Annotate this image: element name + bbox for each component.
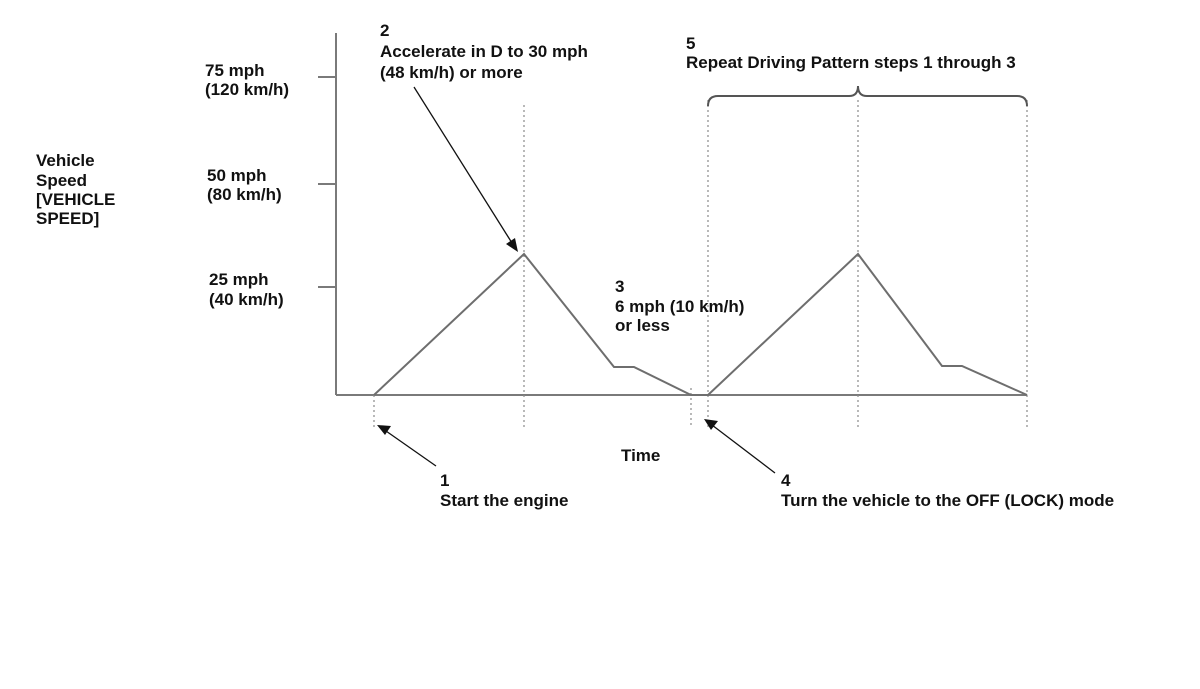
step-2-arrowhead	[506, 238, 518, 252]
step-4-arrowhead	[704, 419, 718, 430]
step-1-pointer	[385, 430, 437, 467]
repeat-brace	[707, 85, 1028, 107]
step-2-pointer	[413, 86, 513, 244]
x-axis-label: Time	[621, 446, 660, 465]
step-4-label: 4 Turn the vehicle to the OFF (LOCK) mod…	[781, 471, 1114, 510]
step-2-label: 2 Accelerate in D to 30 mph (48 km/h) or…	[380, 21, 593, 82]
speed-profile-line	[373, 252, 1028, 396]
y-tick-label-50: 50 mph (80 km/h)	[207, 166, 282, 204]
step-4-pointer	[711, 424, 776, 474]
step-1-label: 1 Start the engine	[440, 471, 568, 510]
step-5-label: 5 Repeat Driving Pattern steps 1 through…	[686, 34, 1016, 72]
y-tick-label-75: 75 mph (120 km/h)	[205, 61, 289, 99]
step-1-arrowhead	[377, 425, 391, 435]
y-tick-label-25: 25 mph (40 km/h)	[209, 270, 284, 309]
y-axis-label: Vehicle Speed [VEHICLE SPEED]	[36, 151, 120, 228]
step-3-label: 3 6 mph (10 km/h) or less	[615, 277, 749, 335]
